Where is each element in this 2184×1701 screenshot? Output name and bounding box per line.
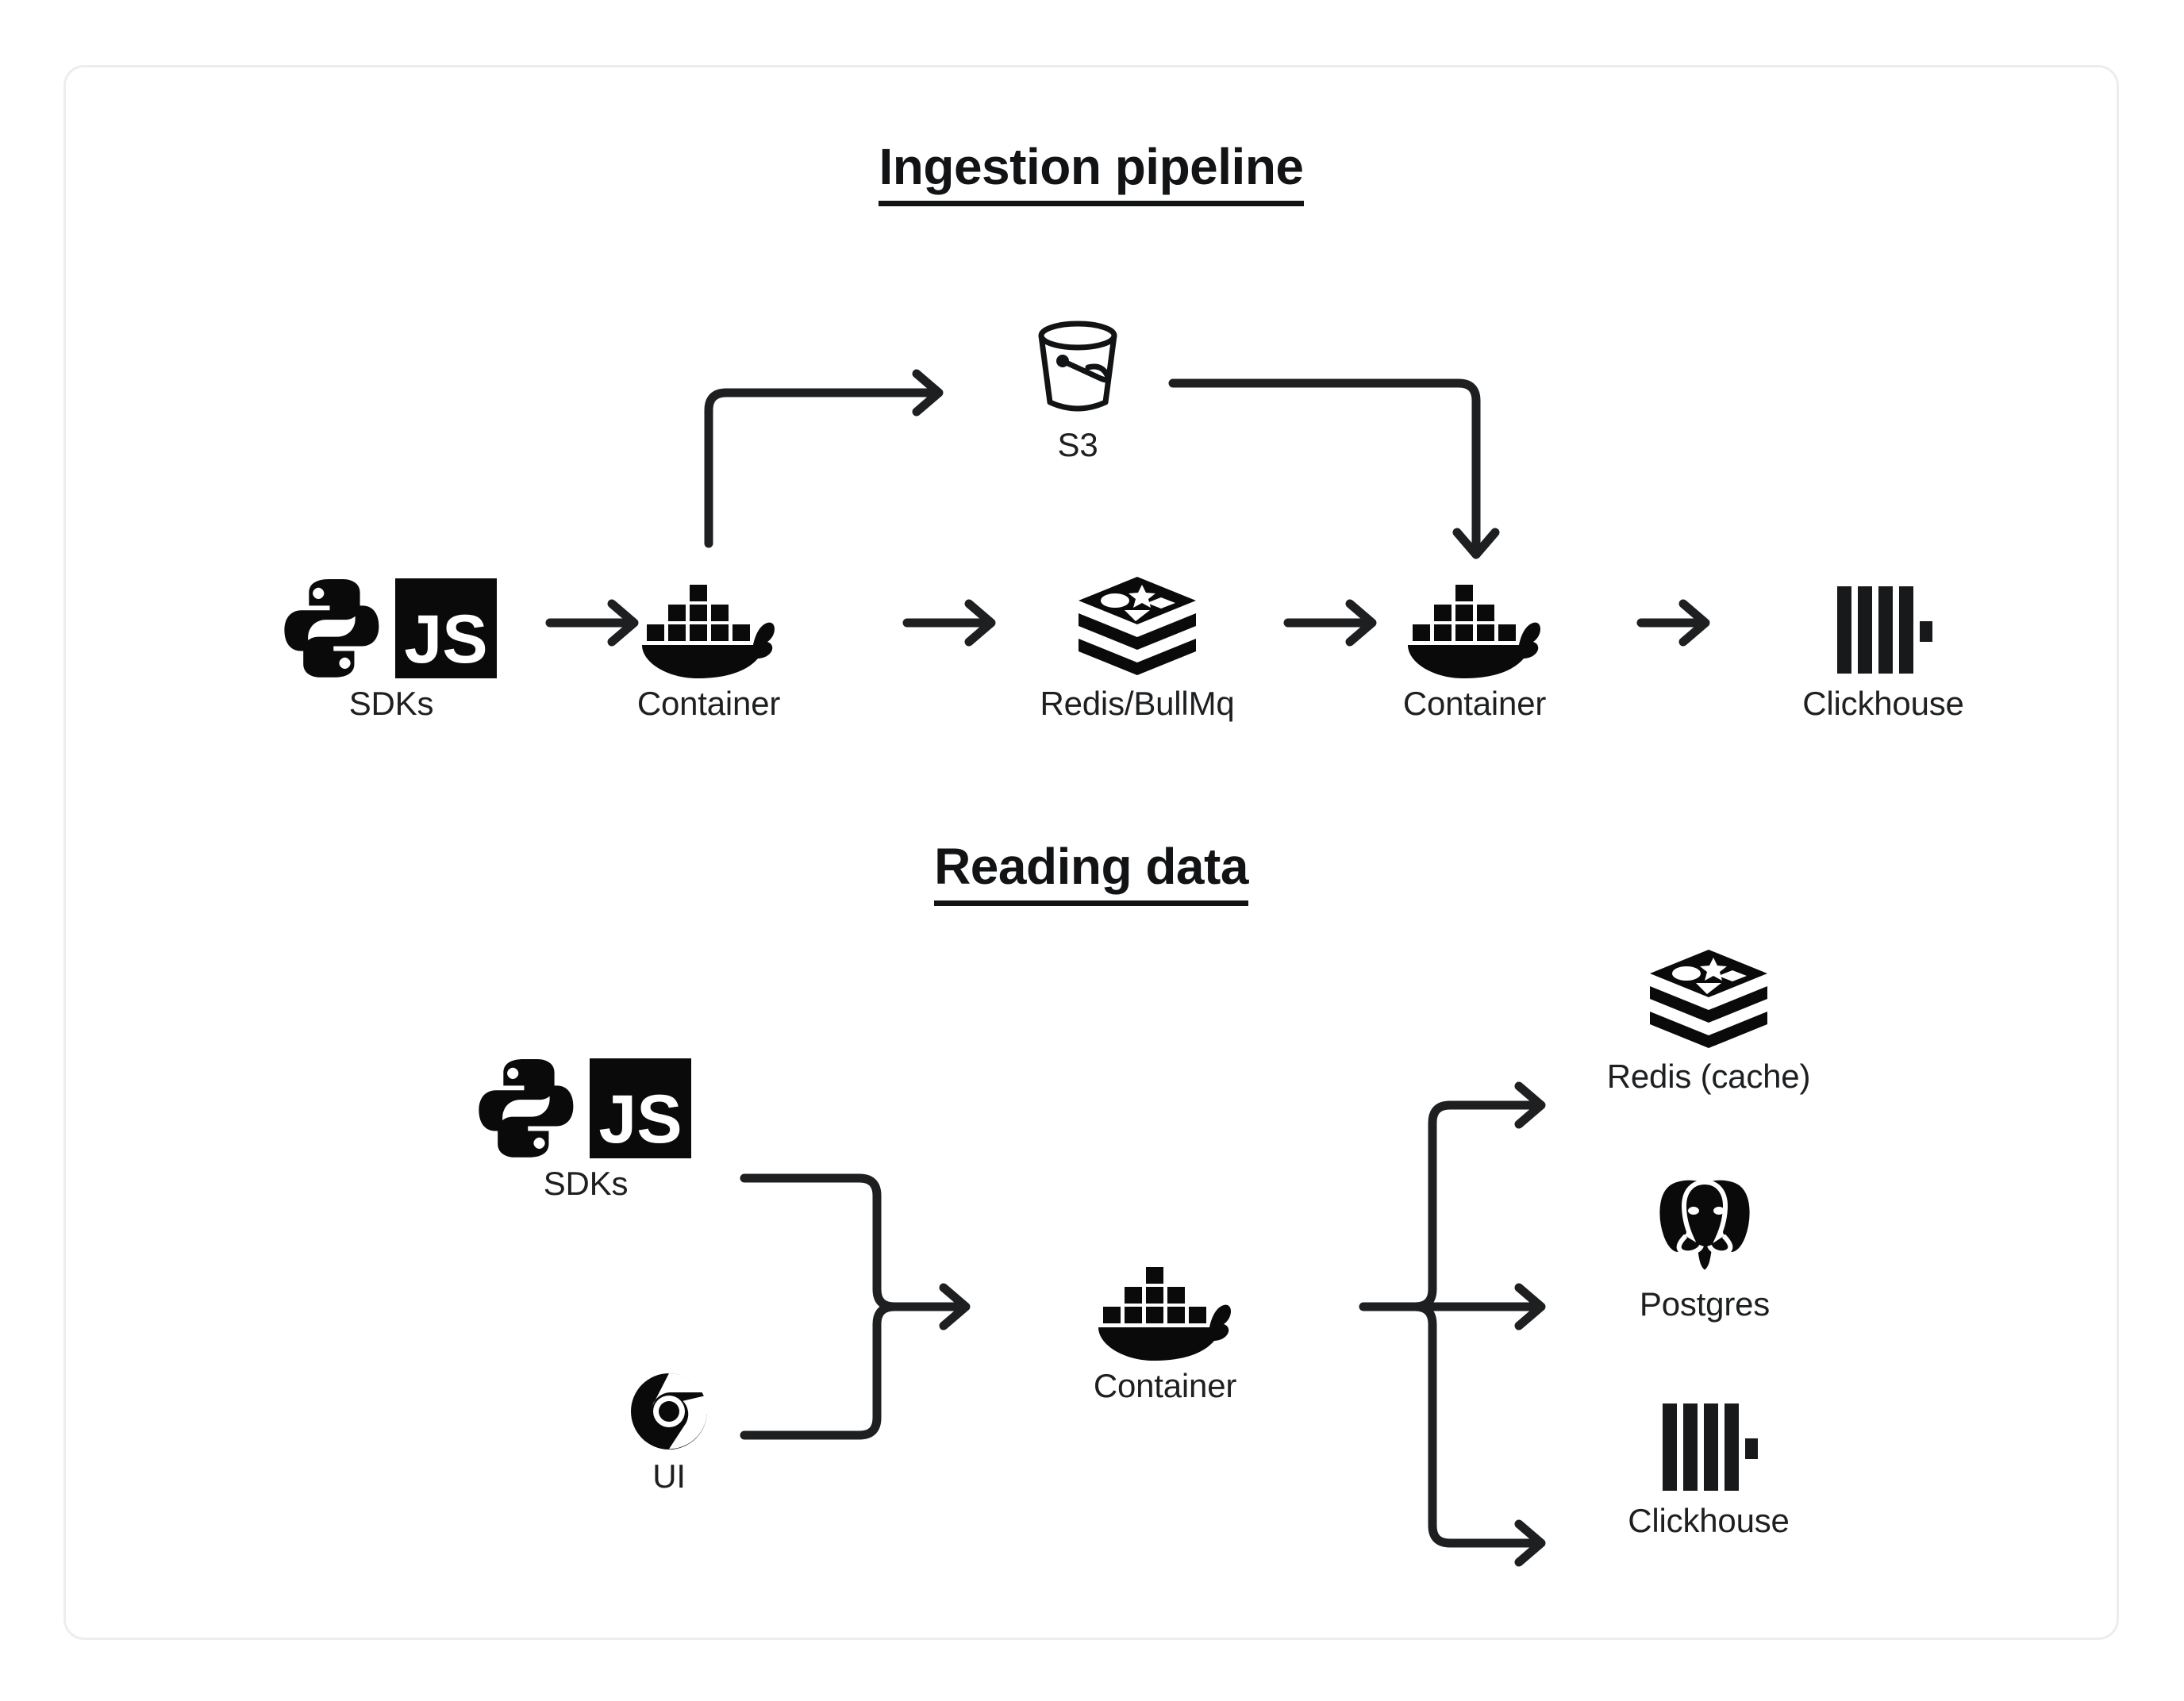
node-container-worker: Container (1387, 575, 1562, 721)
clickhouse-icon (1661, 1392, 1758, 1496)
postgres-icon (1649, 1174, 1760, 1279)
edge-container-to-s3-head (912, 369, 944, 417)
node-clickhouse-ingest: Clickhouse (1740, 575, 2026, 721)
docker-icon (640, 575, 777, 678)
section-title-reading: Reading data (66, 837, 2117, 906)
s3-bucket-icon (1031, 320, 1125, 420)
edge-branch-redis-head (1514, 1081, 1546, 1129)
node-redis-bullmq-label: Redis/BullMq (1040, 685, 1235, 722)
redis-icon (1077, 575, 1198, 678)
node-s3: S3 (998, 320, 1157, 463)
edge-s3-to-worker-head (1452, 528, 1500, 559)
node-postgres: Postgres (1570, 1174, 1840, 1322)
node-redis-bullmq: Redis/BullMq (994, 575, 1280, 721)
node-clickhouse-ingest-label: Clickhouse (1802, 685, 1964, 722)
node-ui-label: UI (652, 1457, 686, 1495)
edge-branch-postgres-head (1514, 1283, 1546, 1330)
node-sdks-read-label: SDKs (543, 1165, 629, 1202)
section-title-ingestion: Ingestion pipeline (66, 137, 2117, 206)
edge-container-to-s3 (704, 388, 942, 548)
python-js-icon: JS (477, 1055, 694, 1158)
redis-icon (1648, 948, 1769, 1051)
section-title-ingestion-text: Ingestion pipeline (879, 137, 1304, 206)
node-redis-cache-label: Redis (cache) (1606, 1058, 1811, 1095)
svg-text:JS: JS (598, 1081, 682, 1158)
node-s3-label: S3 (1057, 426, 1098, 463)
section-title-reading-text: Reading data (934, 837, 1248, 906)
node-container-read-label: Container (1093, 1367, 1237, 1404)
diagram-card: Ingestion pipeline (63, 65, 2119, 1640)
python-js-icon: JS (283, 575, 500, 678)
node-clickhouse-read-label: Clickhouse (1628, 1502, 1790, 1539)
node-sdks-ingest: JS SDKs (233, 575, 550, 721)
edge-s3-to-worker (1168, 378, 1481, 556)
edge-branch-redis (1410, 1100, 1543, 1311)
node-ui: UI (590, 1369, 748, 1494)
edge-merge-head (939, 1283, 971, 1330)
docker-icon (1406, 575, 1543, 678)
node-clickhouse-read: Clickhouse (1558, 1392, 1859, 1538)
edge-container-to-redis-head (964, 599, 996, 647)
clickhouse-icon (1836, 575, 1932, 678)
node-sdks-read: JS SDKs (427, 1055, 744, 1201)
node-container-read: Container (1078, 1258, 1252, 1403)
node-container-worker-label: Container (1402, 685, 1547, 722)
node-sdks-ingest-label: SDKs (348, 685, 434, 722)
edge-branch-clickhouse-head (1514, 1519, 1546, 1567)
docker-icon (1097, 1258, 1233, 1361)
chrome-icon (629, 1369, 709, 1451)
edge-sdks-merge (740, 1173, 967, 1311)
node-redis-cache: Redis (cache) (1558, 948, 1859, 1094)
node-container-ingest: Container (621, 575, 796, 721)
edge-branch-clickhouse (1410, 1302, 1543, 1548)
edge-ui-merge (740, 1302, 967, 1440)
svg-text:JS: JS (404, 601, 487, 678)
node-container-ingest-label: Container (636, 685, 781, 722)
edge-redis-to-worker-head (1345, 599, 1377, 647)
edge-worker-to-clickhouse-head (1678, 599, 1710, 647)
node-postgres-label: Postgres (1639, 1285, 1771, 1323)
